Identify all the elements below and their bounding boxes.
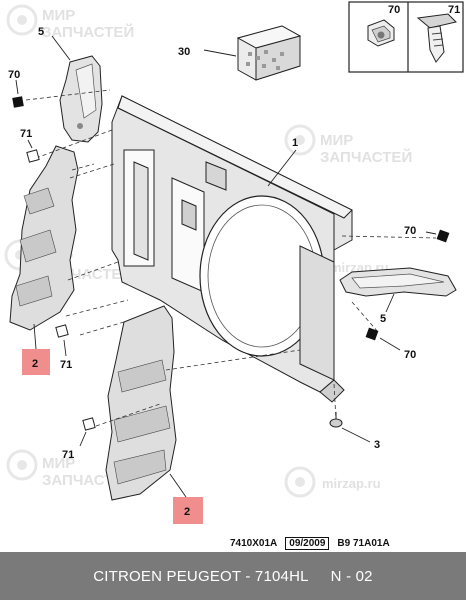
callout-5-left: 5: [38, 26, 44, 38]
watermark-logo-icon: [6, 449, 38, 481]
callout-70-right-bottom: 70: [404, 349, 416, 361]
fastener-71-upper: [26, 149, 40, 163]
part-2-upper-deflector: [9, 145, 79, 331]
callout-1: 1: [292, 137, 298, 149]
clip-icon: [416, 13, 457, 63]
reference-date: 09/2009: [285, 536, 330, 550]
callout-3: 3: [374, 439, 380, 451]
fastener-71-lower: [82, 417, 96, 431]
callout-30: 30: [178, 46, 190, 58]
part-30-relay-box: [236, 25, 302, 81]
callout-70-inset: 70: [388, 4, 400, 16]
watermark-logo-icon: [284, 466, 316, 498]
watermark-logo-icon: [6, 4, 38, 36]
callout-71-inset: 71: [448, 4, 460, 16]
callout-5-right: 5: [380, 313, 386, 325]
callout-71-middle: 71: [60, 359, 72, 371]
watermark-line1: МИР: [42, 7, 75, 24]
part-5-left-bracket: [59, 55, 103, 143]
fastener-70-left: [12, 96, 24, 108]
watermark-line1: МИР: [42, 455, 75, 472]
fastener-70-right-top: [436, 229, 450, 243]
assembly-lines: [25, 89, 437, 427]
part-2-lower-deflector: [105, 305, 177, 501]
callout-70-left: 70: [8, 69, 20, 81]
part-5-right-bracket: [339, 267, 457, 297]
callout-71-upper: 71: [20, 128, 32, 140]
watermark-logo-icon: [284, 124, 316, 156]
callout-71-lower: 71: [62, 449, 74, 461]
caption-page-number: N - 02: [330, 567, 373, 585]
callout-2-upper-highlight: 2: [22, 349, 50, 375]
caption-bar: CITROEN PEUGEOT - 7104HL N - 02: [0, 552, 466, 600]
callout-70-right-top: 70: [404, 225, 416, 237]
fastener-inset: 70 71: [348, 1, 464, 73]
part-3-clip: [329, 412, 343, 428]
reference-code: 7410X01A: [230, 537, 278, 549]
parts-diagram: МИР ЗАПЧАСТЕЙ МИР ЗАПЧАСТЕЙ МИР ЗАПЧАСТЕ…: [4, 1, 464, 524]
caption-title: CITROEN PEUGEOT - 7104HL: [93, 567, 309, 585]
callout-2-upper: 2: [32, 358, 38, 370]
watermark-line2: ЗАПЧАСТЕЙ: [42, 23, 134, 41]
watermark-site: mirzap.ru: [322, 476, 381, 491]
part-1-front-panel: [111, 95, 353, 403]
watermark-line1: МИР: [320, 132, 353, 149]
reference-page: B9 71A01A: [337, 537, 390, 549]
fastener-70-right-bottom: [365, 327, 379, 341]
fastener-71-middle: [55, 324, 69, 338]
callout-2-lower-highlight: 2: [173, 497, 203, 524]
nut-icon: [367, 19, 395, 47]
reference-line: 7410X01A 09/2009 B9 71A01A: [230, 536, 390, 550]
watermark-line2: ЗАПЧАСТЕЙ: [320, 148, 412, 166]
callout-2-lower: 2: [184, 506, 190, 518]
